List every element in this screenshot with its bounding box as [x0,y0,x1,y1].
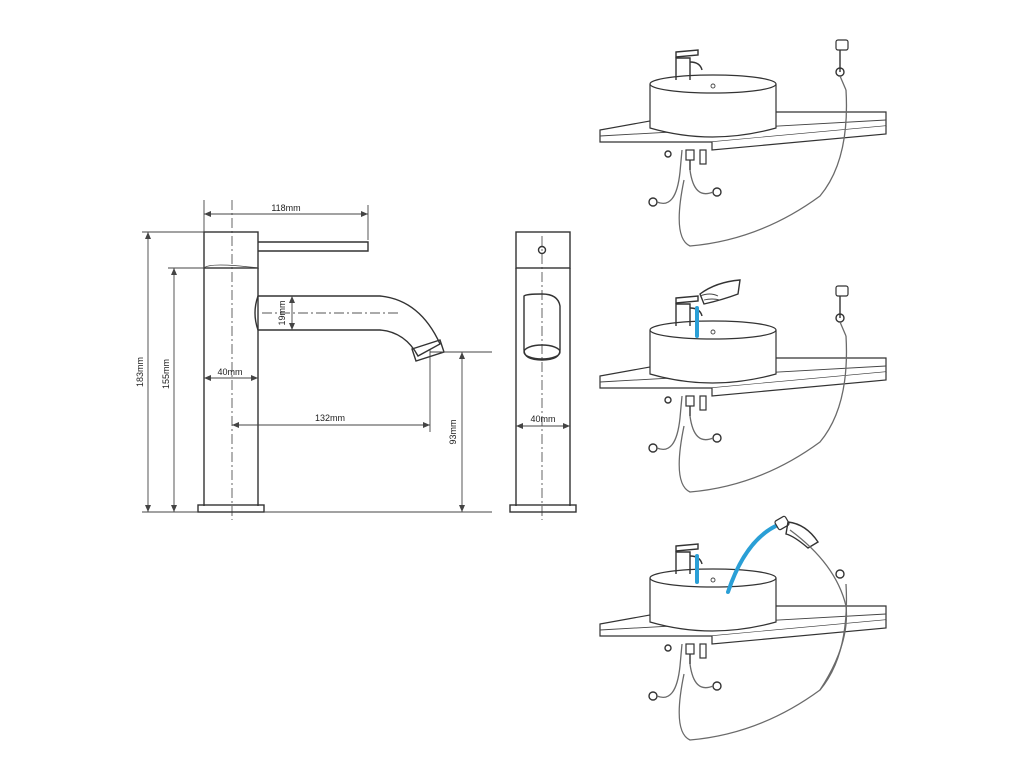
valve-right [712,433,722,443]
valve-left [648,691,658,701]
mini-faucet [675,303,691,326]
side-view-drawing: 40mm [509,231,577,520]
spray-hose [678,89,848,247]
mini-faucet [675,551,691,574]
sprayer-head [835,285,849,297]
side-handle-cap [515,231,571,269]
side-base-plate [509,504,577,513]
sprayer-holder [835,569,845,579]
dim-19mm: 19mm [277,300,287,325]
spout [258,295,441,357]
sprayer-head [835,39,849,51]
dim-93mm: 93mm [448,419,458,444]
base-plate [197,504,265,513]
lever-handle [258,241,369,252]
dim-183mm: 183mm [135,357,145,387]
basin-bowl [649,84,777,138]
side-hole [537,245,547,255]
dim-132mm: 132mm [315,413,345,423]
installation-step-2 [599,279,887,493]
dim-40mm-side: 40mm [530,414,555,424]
dim-40mm-front: 40mm [217,367,242,377]
spray-hose [678,335,848,493]
mini-faucet [675,57,691,80]
installation-step-1 [599,39,887,247]
mini-faucet-lever [675,49,699,58]
handle-cap [203,231,259,269]
basin-bowl [649,578,777,632]
mini-faucet-lever [675,295,699,304]
valve-left [648,443,658,453]
valve-right [712,187,722,197]
sprayer-head [774,515,790,531]
valve-left [648,197,658,207]
hand [699,279,741,305]
basin-bowl [649,330,777,384]
dim-118mm: 118mm [271,203,300,213]
faucet-body [203,268,259,506]
mini-faucet-lever [675,543,699,552]
valve-right [712,681,722,691]
spray-stream [726,522,782,594]
front-view-dimensions: 118mm 183mm 155mm 19mm 40mm 132mm 93mm [135,200,492,513]
dim-155mm: 155mm [161,359,171,389]
hand [785,521,819,549]
installation-step-3 [599,515,887,741]
front-view-drawing [197,200,445,520]
